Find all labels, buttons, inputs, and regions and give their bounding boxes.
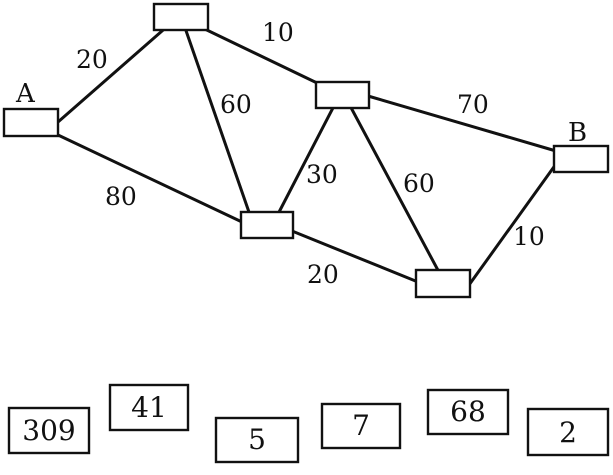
number-card: 309 bbox=[7, 406, 91, 455]
edge-weight-mid-top-bottom-right: 60 bbox=[403, 169, 435, 198]
edge-weight-center-bottom-right: 20 bbox=[307, 260, 339, 289]
edge-weight-a-top: 20 bbox=[76, 45, 108, 74]
number-card: 68 bbox=[426, 388, 510, 436]
edge-center-bottom-right bbox=[290, 229, 420, 284]
node-label-a: A bbox=[15, 79, 36, 109]
edge-a-top bbox=[56, 22, 172, 124]
number-card-label: 5 bbox=[248, 423, 266, 456]
number-card: 5 bbox=[214, 416, 300, 464]
node-b bbox=[552, 144, 610, 174]
node-center bbox=[239, 210, 295, 240]
number-card-label: 2 bbox=[559, 416, 577, 449]
edge-mid-top-b bbox=[366, 94, 558, 153]
number-card: 41 bbox=[108, 383, 190, 432]
edge-top-center bbox=[181, 20, 252, 217]
nodes-layer bbox=[2, 2, 610, 299]
edge-weight-mid-top-b: 70 bbox=[457, 90, 489, 119]
node-top bbox=[152, 2, 210, 32]
number-card: 2 bbox=[526, 407, 610, 457]
number-card-label: 68 bbox=[450, 395, 486, 428]
edge-weight-a-center: 80 bbox=[105, 182, 137, 211]
edge-bottom-right-b bbox=[467, 162, 558, 287]
node-mid-top bbox=[314, 80, 371, 110]
number-cards-row: 309 41 5 7 68 2 bbox=[7, 383, 610, 464]
number-card-label: 7 bbox=[352, 409, 370, 442]
edge-weight-top-center: 60 bbox=[220, 90, 252, 119]
edges-layer bbox=[56, 18, 558, 287]
number-card-label: 41 bbox=[131, 391, 167, 424]
weights-layer: 20 10 60 70 80 30 60 20 10 bbox=[76, 18, 545, 289]
edge-weight-top-mid-top: 10 bbox=[262, 18, 294, 47]
edge-weight-center-mid-top: 30 bbox=[306, 160, 338, 189]
node-label-b: B bbox=[568, 118, 587, 148]
node-a bbox=[2, 107, 60, 138]
edge-center-mid-top bbox=[275, 100, 338, 218]
edge-top-mid-top bbox=[184, 18, 342, 96]
node-bottom-right bbox=[414, 268, 472, 299]
number-card-label: 309 bbox=[22, 414, 75, 447]
edge-a-center bbox=[56, 133, 244, 224]
edge-mid-top-bottom-right bbox=[346, 100, 442, 276]
number-card: 7 bbox=[320, 402, 402, 450]
node-labels-layer: A B bbox=[15, 79, 587, 148]
edge-weight-bottom-right-b: 10 bbox=[513, 222, 545, 251]
